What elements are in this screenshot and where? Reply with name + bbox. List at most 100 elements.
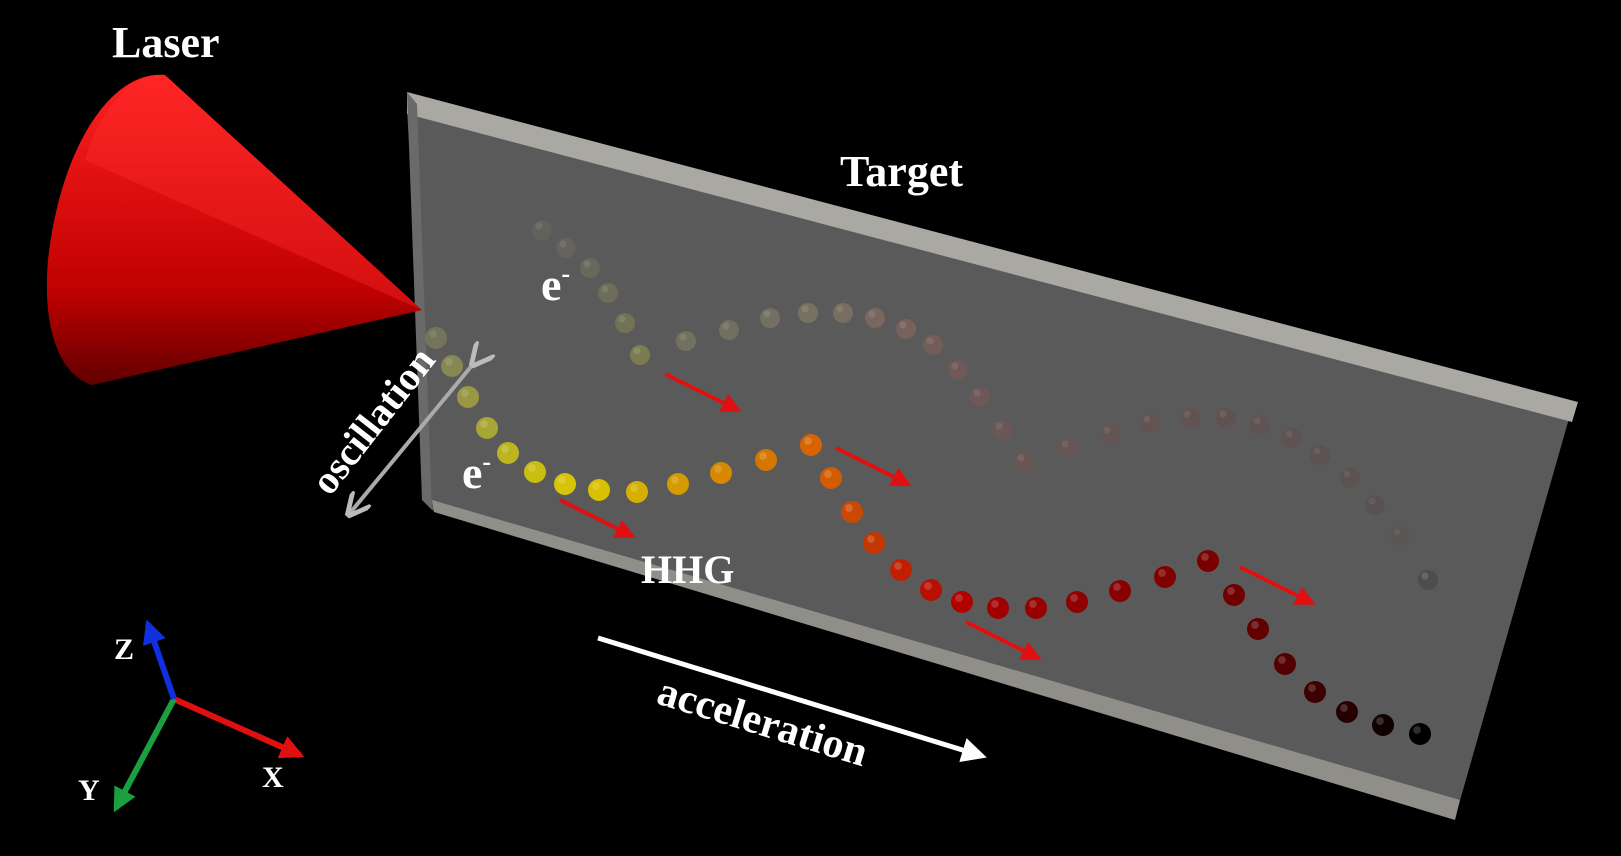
laser-cone-body	[46, 74, 422, 386]
electron-dot-highlight	[991, 600, 999, 608]
electron-dot-highlight	[1219, 410, 1227, 418]
electron-dot-highlight	[671, 476, 679, 484]
electron-dot	[1365, 495, 1385, 515]
laser-cone	[46, 74, 422, 386]
electron-dot	[992, 420, 1012, 440]
electron-dot-highlight	[535, 222, 543, 230]
electron-dot	[1409, 723, 1431, 745]
electron-dot-highlight	[429, 330, 437, 338]
electron-dot	[896, 319, 916, 339]
electron-dot	[598, 283, 618, 303]
electron-dot	[890, 559, 912, 581]
electron-dot	[588, 479, 610, 501]
electron-dot-highlight	[1143, 415, 1151, 423]
electron-dot-highlight	[1113, 583, 1121, 591]
electron-dot	[476, 417, 498, 439]
electron-dot	[833, 303, 853, 323]
electron-dot-highlight	[955, 594, 963, 602]
electron-dot	[1390, 526, 1410, 546]
electron-dot	[798, 303, 818, 323]
electron-dot	[923, 335, 943, 355]
electron-dot-highlight	[801, 305, 809, 313]
electron-dot-highlight	[867, 535, 875, 543]
target-face	[407, 110, 1572, 818]
electron-dot-highlight	[1368, 497, 1376, 505]
electron-dot-highlight	[763, 310, 771, 318]
electron-dot-highlight	[583, 260, 591, 268]
electron-dot-highlight	[480, 420, 488, 428]
velocity-arrow	[559, 498, 636, 538]
axis-y-label: Y	[78, 774, 100, 807]
electron-dot	[1180, 408, 1200, 428]
electron-dot	[1100, 424, 1120, 444]
electron-dot	[1336, 701, 1358, 723]
electron-dot-highlight	[714, 465, 722, 473]
electron-dot	[615, 313, 635, 333]
electron-dot	[1223, 584, 1245, 606]
electron-dot	[1250, 415, 1270, 435]
electron-dot-highlight	[1343, 470, 1351, 478]
electron-dot-highlight	[1285, 430, 1293, 438]
electron-dot	[1154, 566, 1176, 588]
electron-dot	[1372, 714, 1394, 736]
laser-label: Laser	[112, 18, 220, 67]
acceleration-arrow	[597, 635, 987, 763]
electron-dot-highlight	[1251, 621, 1259, 629]
target-bottom-edge	[432, 500, 1460, 820]
electron-dot	[760, 308, 780, 328]
electron-dot-highlight	[1070, 594, 1078, 602]
electron-dot	[1274, 653, 1296, 675]
electron-dot-highlight	[926, 337, 934, 345]
electron-dot	[580, 258, 600, 278]
electron-dot-highlight	[1376, 717, 1384, 725]
electron-dot	[1418, 570, 1438, 590]
coordinate-axes: Z X Y	[78, 619, 305, 813]
electron-dot-highlight	[559, 240, 567, 248]
electron-dot-highlight	[601, 285, 609, 293]
electron-dot	[1014, 452, 1034, 472]
electron-dot-highlight	[722, 322, 730, 330]
electron-dot-highlight	[1278, 656, 1286, 664]
electron-dot	[948, 360, 968, 380]
electron-dot	[841, 501, 863, 523]
electron-dot-highlight	[824, 470, 832, 478]
electron-dot	[820, 467, 842, 489]
electron-dot-highlight	[1413, 726, 1421, 734]
electron-dot-highlight	[1029, 600, 1037, 608]
electron-dot-highlight	[1158, 569, 1166, 577]
electron-dot	[556, 238, 576, 258]
target-label: Target	[840, 147, 963, 196]
electron-dot	[863, 532, 885, 554]
axis-y-arrow	[113, 697, 177, 813]
electron-dot-highlight	[618, 315, 626, 323]
electron-dot	[667, 473, 689, 495]
electron-dot-highlight	[592, 482, 600, 490]
electron-dot	[441, 355, 463, 377]
velocity-arrow	[835, 446, 912, 486]
electron-dot	[630, 345, 650, 365]
electron-dot	[1340, 468, 1360, 488]
axis-z-arrow	[142, 619, 177, 700]
electron-dot-highlight	[630, 484, 638, 492]
electron-dot-highlight	[845, 504, 853, 512]
electron-dot	[970, 387, 990, 407]
electron-dot-highlight	[461, 389, 469, 397]
electron-dot	[1310, 445, 1330, 465]
electron-dot	[676, 331, 696, 351]
electron-dot-highlight	[1061, 440, 1069, 448]
electron-dot	[425, 327, 447, 349]
electron-dot-highlight	[1313, 447, 1321, 455]
electron-dot-highlight	[1421, 572, 1429, 580]
electron-dot-highlight	[1183, 410, 1191, 418]
electron-dot-highlight	[445, 358, 453, 366]
electron-dot	[524, 461, 546, 483]
electron-dot-highlight	[894, 562, 902, 570]
electron-dot-highlight	[924, 582, 932, 590]
electron-dot	[1197, 550, 1219, 572]
electron-label-bottom: e-	[462, 447, 491, 498]
electron-dot-highlight	[973, 389, 981, 397]
electron-dot	[554, 473, 576, 495]
electron-dot-highlight	[1253, 417, 1261, 425]
electron-trajectories	[425, 220, 1438, 745]
axis-x-label: X	[262, 761, 284, 794]
